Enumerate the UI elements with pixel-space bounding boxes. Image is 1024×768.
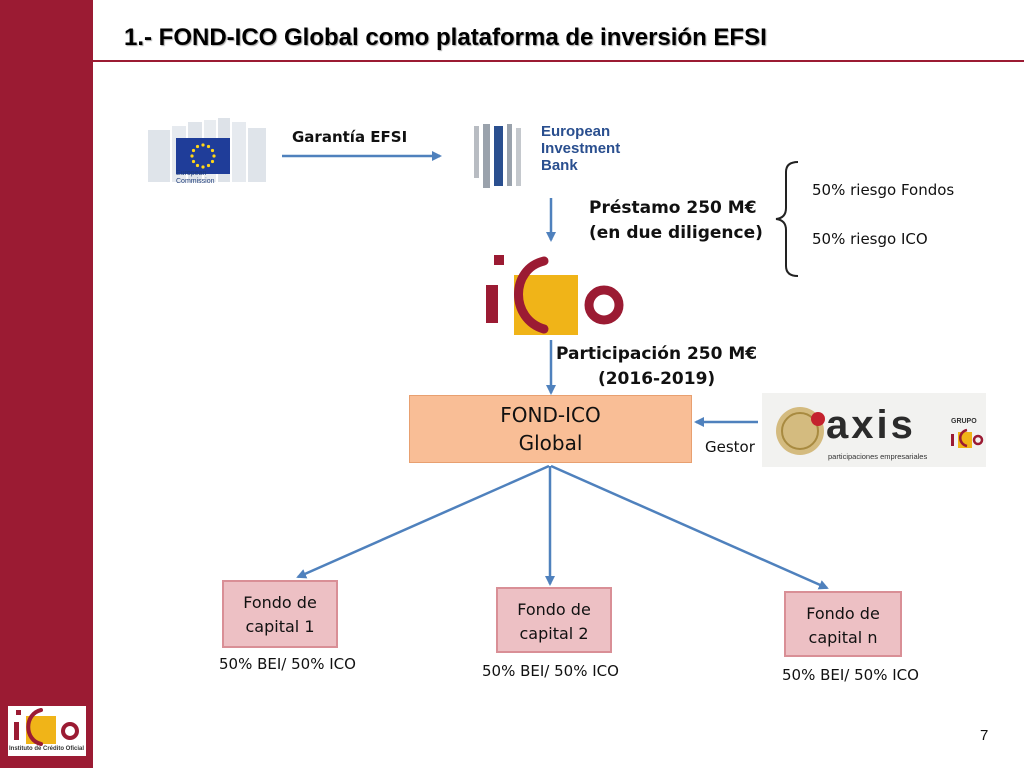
fond-ico-line-1: FOND-ICO [500,403,601,427]
footer-ico-logo [8,706,86,756]
page-number: 7 [980,727,989,744]
fund-2-share: 50% BEI/ 50% ICO [482,662,619,680]
fund-1-line-1: Fondo de [243,593,317,612]
footer-institution-name: Instituto de Crédito Oficial [9,746,85,752]
ico-logo [486,255,624,335]
ec-text-line-2: Commission [176,178,215,185]
arrow-to-fund-1 [296,464,550,579]
loan-label-line-2: (en due diligence) [589,223,763,243]
axis-subtitle: participaciones empresariales [828,452,928,461]
risk-brace [775,161,799,277]
fund-2-line-1: Fondo de [517,600,591,619]
participation-label-line-1: Participación 250 M€ [556,344,758,364]
slide-title: 1.- FOND-ICO Global como plataforma de i… [124,24,767,51]
fund-node-2: Fondo de capital 2 [496,587,612,653]
footer-ico-mark [14,708,79,746]
edge-label-guarantee: Garantía EFSI [292,128,408,146]
eib-logo [474,124,521,188]
axis-wordmark: axis [826,403,916,447]
participation-label-line-2: (2016-2019) [597,369,716,389]
ec-logo-text: European Commission [176,170,215,186]
arrow-to-fund-n [550,464,829,590]
axis-group-label: GRUPO [951,418,977,425]
fund-node-n: Fondo de capital n [784,591,902,657]
eib-text-line-2: Investment [541,140,621,157]
fund-n-share: 50% BEI/ 50% ICO [782,666,919,684]
fund-n-line-1: Fondo de [806,604,880,623]
axis-logo [762,393,986,467]
european-commission-logo [148,118,266,182]
title-underline [93,60,1024,62]
ec-text-line-1: European [176,170,207,177]
edge-label-manager: Gestor [705,438,755,456]
eib-text-line-1: European [541,123,611,140]
fund-n-line-2: capital n [808,628,878,647]
risk-ico-label: 50% riesgo ICO [812,230,928,248]
left-sidebar-band [0,0,93,768]
eib-logo-text: European Investment Bank [541,123,620,174]
fund-1-line-2: capital 1 [245,617,315,636]
fund-2-line-2: capital 2 [519,624,589,643]
edge-label-participation: Participación 250 M€ (2016-2019) [556,342,757,392]
eib-text-line-3: Bank [541,157,578,174]
fond-ico-line-2: Global [518,431,583,455]
axis-coin-icon [776,407,825,455]
fond-ico-global-node: FOND-ICO Global [409,395,692,463]
fund-1-share: 50% BEI/ 50% ICO [219,655,356,673]
risk-funds-label: 50% riesgo Fondos [812,181,955,199]
loan-label-line-1: Préstamo 250 M€ [589,198,757,218]
fund-node-1: Fondo de capital 1 [222,580,338,648]
edge-label-loan: Préstamo 250 M€ (en due diligence) [589,196,763,246]
axis-ico-mini-logo [951,428,984,448]
